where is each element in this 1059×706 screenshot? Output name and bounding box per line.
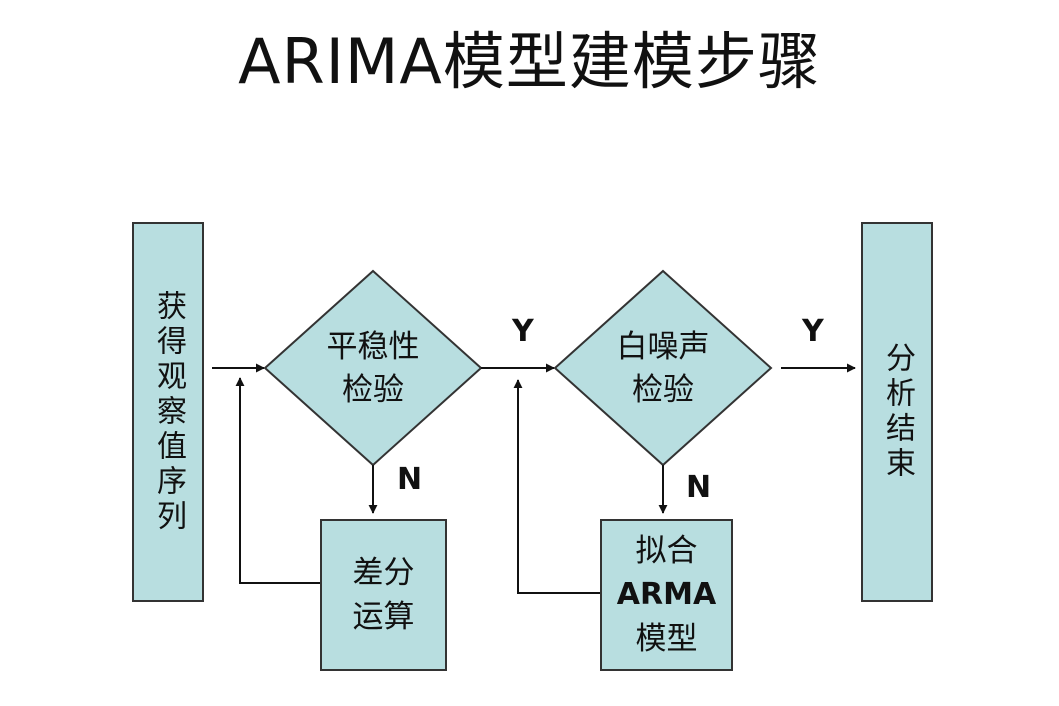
obtain-series-box: 获得观察值序列: [132, 222, 204, 602]
yes-label-stationarity: Y: [512, 314, 534, 349]
end-analysis-box: 分析结束: [861, 222, 933, 602]
stationarity-test-label: 平稳性 检验: [293, 326, 453, 412]
end-analysis-label: 分析结束: [880, 342, 915, 482]
fit-arma-line2: ARMA: [616, 577, 717, 612]
obtain-series-label: 获得观察值序列: [151, 289, 186, 535]
stationarity-test-line1: 平稳性: [326, 329, 420, 365]
white-noise-test-line1: 白噪声: [616, 329, 710, 365]
fit-arma-box: 拟合 ARMA 模型: [600, 519, 733, 671]
fit-arma-line1: 拟合: [635, 533, 698, 569]
no-label-whitenoise: N: [686, 470, 712, 505]
no-label-stationarity: N: [397, 462, 423, 497]
arrow-difference-feedback: [235, 377, 320, 584]
page-title: ARIMA模型建模步骤: [238, 25, 821, 98]
white-noise-test-label: 白噪声 检验: [583, 326, 743, 412]
difference-line1: 差分: [352, 555, 415, 591]
difference-line2: 运算: [352, 599, 415, 635]
white-noise-test-line2: 检验: [632, 372, 694, 408]
fit-arma-line3: 模型: [635, 621, 698, 657]
stationarity-test-line2: 检验: [342, 372, 404, 408]
arrow-arma-feedback: [513, 379, 600, 594]
difference-box: 差分 运算: [320, 519, 447, 671]
yes-label-whitenoise: Y: [802, 314, 824, 349]
